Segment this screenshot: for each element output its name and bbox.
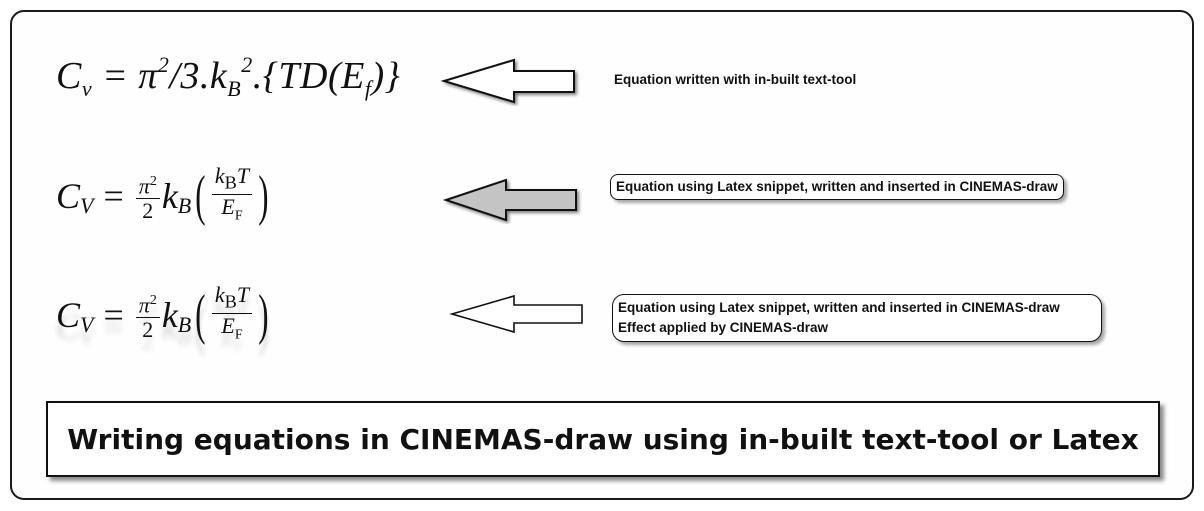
note-latex: Equation using Latex snippet, written an… <box>610 174 1064 200</box>
left-arrow-1 <box>440 58 575 104</box>
note-latex-effect: Equation using Latex snippet, written an… <box>612 294 1102 342</box>
note-text-tool: Equation written with in-built text-tool <box>614 72 857 87</box>
note-latex-effect-line2: Effect applied by CINEMAS-draw <box>618 320 829 335</box>
left-arrow-3 <box>449 294 583 334</box>
left-arrow-2 <box>442 178 577 222</box>
note-latex-effect-line1: Equation using Latex snippet, written an… <box>618 300 1060 315</box>
title-banner: Writing equations in CINEMAS-draw using … <box>46 401 1160 477</box>
title-text: Writing equations in CINEMAS-draw using … <box>67 422 1139 456</box>
equation-text-tool: Cv = π2/3.kB2.{TD(Ef)} <box>56 52 401 101</box>
